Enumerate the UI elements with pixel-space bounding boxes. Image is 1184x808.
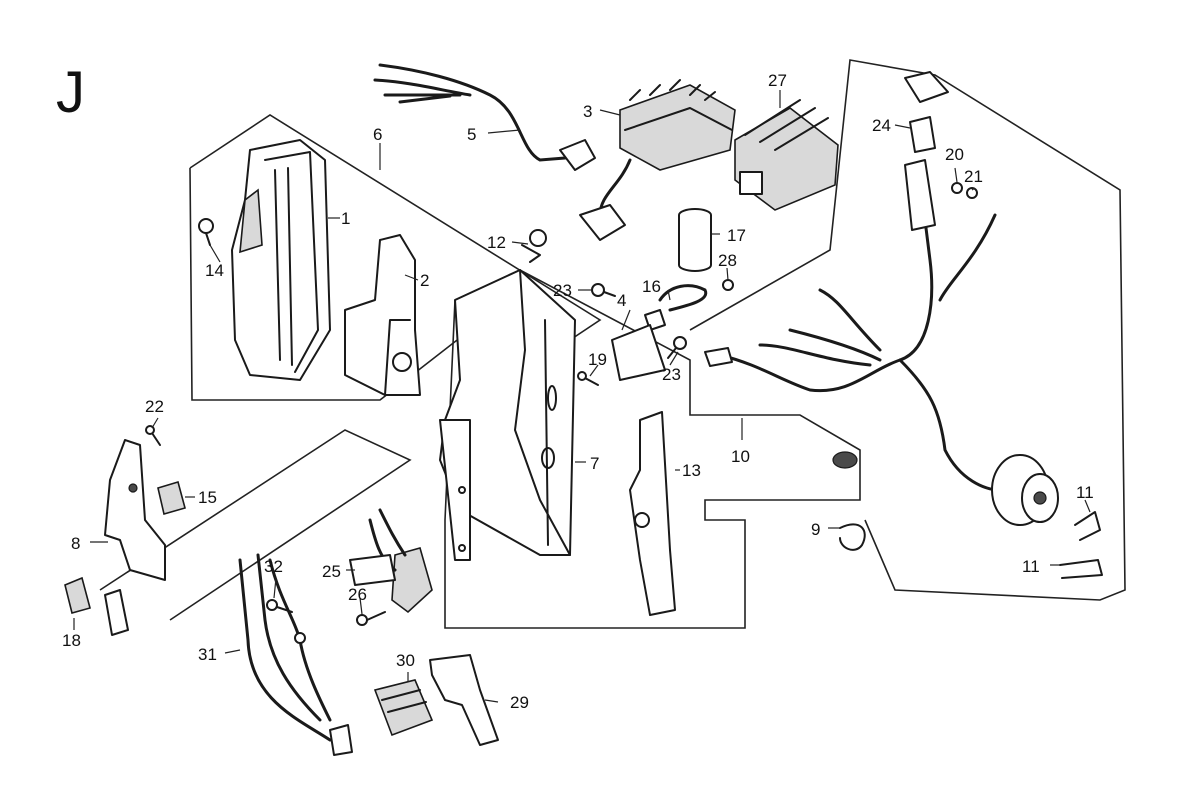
- control-box-7: [439, 269, 576, 561]
- callout-25: 25: [322, 562, 341, 581]
- callout-31: 31: [198, 645, 217, 664]
- callout-27: 27: [768, 71, 787, 90]
- control-box-cover: [231, 139, 331, 381]
- plate-13: [629, 411, 676, 616]
- callout-24: 24: [872, 116, 891, 135]
- callout-11-upper: 11: [1076, 483, 1094, 502]
- screw-19: [577, 371, 599, 386]
- callout-16: 16: [642, 277, 661, 296]
- bracket-29: [429, 654, 499, 746]
- group-frame-bracket: [99, 429, 412, 621]
- callout-19: 19: [588, 350, 607, 369]
- callout-9: 9: [811, 520, 820, 539]
- callout-21: 21: [964, 167, 983, 186]
- switch-body: [991, 454, 1059, 526]
- group-frame-right: [689, 59, 1126, 601]
- screw-22: [145, 425, 161, 446]
- bracket-2: [344, 234, 421, 396]
- callout-7: 7: [590, 454, 599, 473]
- callout-8: 8: [71, 534, 80, 553]
- screw-32: [266, 599, 293, 613]
- callout-6: 6: [373, 125, 382, 144]
- leader-lines: [73, 90, 1091, 703]
- callout-10: 10: [731, 447, 750, 466]
- clamp-9: [839, 523, 866, 551]
- callout-20: 20: [945, 145, 964, 164]
- section-letter: J: [56, 60, 85, 125]
- callout-1: 1: [341, 209, 350, 228]
- screw-23-upper: [591, 283, 616, 297]
- rectifier-30: [373, 679, 434, 737]
- main-harness-10: [704, 159, 1002, 492]
- clip-12: [521, 229, 547, 263]
- callout-23-lower: 23: [662, 365, 681, 384]
- rectifier-25: [349, 508, 433, 614]
- fuse-holder-24: [904, 71, 949, 153]
- regulator-27: [734, 99, 839, 211]
- callout-18: 18: [62, 631, 81, 650]
- group-frame-center: [444, 269, 861, 629]
- callout-12: 12: [487, 233, 506, 252]
- terminal-11-lower: [1059, 559, 1103, 579]
- bracket-8: [104, 439, 166, 636]
- capacitor-17: [678, 208, 712, 272]
- plate-4: [611, 324, 666, 381]
- wire-harness-5: [373, 63, 596, 171]
- callout-17: 17: [727, 226, 746, 245]
- screw-23-lower: [667, 336, 687, 359]
- callout-14: 14: [205, 261, 224, 280]
- callout-30: 30: [396, 651, 415, 670]
- callout-26: 26: [348, 585, 367, 604]
- callout-labels: 1 2 3 4 5 6 7 8 9 10 11 11 12 13 14 15 1…: [62, 71, 1094, 712]
- callout-13: 13: [682, 461, 701, 480]
- callout-22: 22: [145, 397, 164, 416]
- callout-2: 2: [420, 271, 429, 290]
- terminal-11-upper: [1074, 511, 1101, 541]
- callout-15: 15: [198, 488, 217, 507]
- callout-4: 4: [617, 291, 626, 310]
- harness-31: [238, 553, 353, 756]
- callout-32: 32: [264, 557, 283, 576]
- callout-11-lower: 11: [1022, 557, 1040, 576]
- callout-28: 28: [718, 251, 737, 270]
- connector-18: [64, 576, 91, 614]
- callout-5: 5: [467, 125, 476, 144]
- screw-26: [356, 611, 386, 626]
- callout-3: 3: [583, 102, 592, 121]
- nut-20: [951, 182, 963, 194]
- callout-29: 29: [510, 693, 529, 712]
- grommet: [832, 451, 858, 469]
- screw-14: [198, 218, 214, 246]
- callout-23-upper: 23: [553, 281, 572, 300]
- regulator-3: [579, 79, 736, 241]
- washer-21: [966, 187, 978, 199]
- nut-28: [722, 279, 734, 291]
- connector-15: [157, 480, 186, 516]
